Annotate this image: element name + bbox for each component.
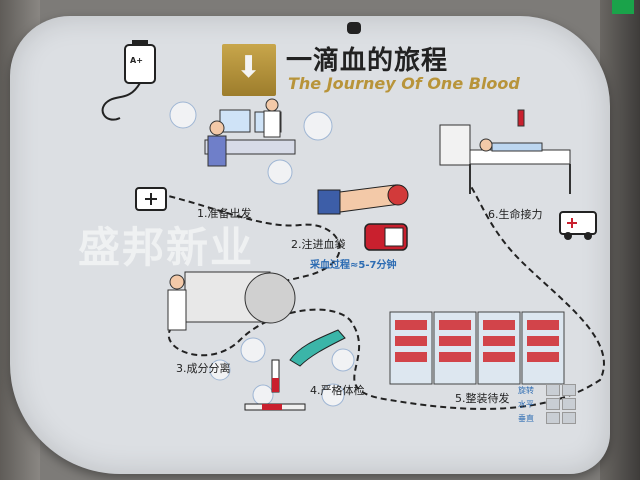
title-chinese: 一滴血的旅程 [286,46,449,76]
blood-type-label: A+ [130,56,143,65]
ceiling-camera [347,22,361,34]
control-vertical-button-2[interactable] [562,412,576,424]
control-horizontal-row: 水平 [518,398,576,410]
control-panel: 旋转 水平 垂直 [518,384,576,426]
bubbles [169,101,355,407]
control-horizontal-label: 水平 [518,399,534,409]
journey-path [139,184,605,410]
control-rotate-row: 旋转 [518,384,576,396]
blood-bag-icon [101,40,156,121]
control-horizontal-button[interactable] [546,398,560,410]
step-2-label: 2.注进血袋 [291,238,346,251]
reception-desk-illustration [204,98,296,167]
control-vertical-button[interactable] [546,412,560,424]
watermark: 盛邦新业 [78,223,255,272]
control-rotate-button[interactable] [546,384,560,396]
control-rotate-button-2[interactable] [562,384,576,396]
control-vertical-label: 垂直 [518,413,534,423]
ambulance-icon [559,211,597,240]
step-4-label: 4.严格体检 [310,384,365,397]
medical-kit-icon [135,187,167,211]
journey-logo-icon [222,44,276,96]
collection-bag-icon [364,223,408,251]
step-3-label: 3.成分分离 [176,362,231,375]
step-6-label: 6.生命接力 [488,208,543,221]
component-separation-illustration [167,271,296,331]
step-1-label: 1.准备出发 [197,207,252,220]
exhibit-wall-panel [10,16,610,474]
control-horizontal-button-2[interactable] [562,398,576,410]
control-rotate-label: 旋转 [518,385,534,395]
title-english: The Journey Of One Blood [288,74,520,93]
hospital-bed-illustration [439,109,571,194]
control-vertical-row: 垂直 [518,412,576,424]
donor-arm-illustration [317,184,409,215]
storage-fridges-illustration [389,311,565,385]
inspection-illustration [244,329,346,411]
step-5-label: 5.整装待发 [455,392,510,405]
collection-duration-text: 采血过程≈5-7分钟 [310,260,397,271]
exit-sign [612,0,634,14]
